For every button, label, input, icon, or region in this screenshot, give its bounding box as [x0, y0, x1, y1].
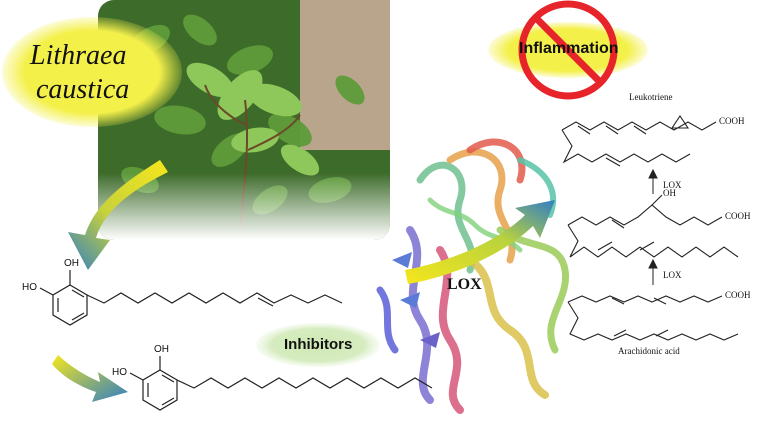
catechol-molecule-saturated — [129, 356, 433, 411]
arachidonic-acid-label: Arachidonic acid — [618, 346, 680, 356]
lox-step-label-lower: LOX — [663, 270, 682, 280]
plant-name-ellipse — [2, 17, 182, 127]
molecule2-ho-label: HO — [112, 367, 127, 378]
inhibitors-ellipse — [256, 323, 380, 367]
plant-name-line2: caustica — [36, 74, 130, 105]
arrow-molecule-to-molecule — [52, 355, 128, 402]
hpete-oh-label: OH — [663, 188, 676, 198]
prohibition-icon — [518, 0, 618, 100]
molecule1-ho-label: HO — [22, 282, 37, 293]
molecule2-oh-label: OH — [154, 344, 169, 355]
lox-protein-structure — [376, 138, 570, 414]
leukotriene-structure — [561, 115, 717, 167]
leukotriene-label: Leukotriene — [629, 92, 673, 102]
protein-sheet-arrows — [392, 252, 440, 348]
arrow-lox-to-pathway — [405, 200, 555, 284]
inhibitors-label: Inhibitors — [284, 336, 353, 353]
lox-enzyme-label: LOX — [447, 276, 482, 293]
arachidonic-acid-structure — [567, 295, 739, 341]
plant-name-line1: Lithraea — [30, 40, 127, 71]
pathway-step-arrows — [648, 168, 658, 285]
catechol-molecule-unsaturated — [39, 270, 343, 326]
hpete-cooh-label: COOH — [725, 211, 751, 221]
arachidonic-cooh-label: COOH — [725, 290, 751, 300]
inflammation-label: Inflammation — [519, 40, 619, 57]
arrow-plant-to-molecule — [68, 160, 168, 270]
lox-step-label-upper: LOX — [663, 180, 682, 190]
leukotriene-cooh-label: COOH — [719, 116, 745, 126]
molecule1-oh-label: OH — [64, 258, 79, 269]
hpete-structure — [567, 194, 739, 258]
